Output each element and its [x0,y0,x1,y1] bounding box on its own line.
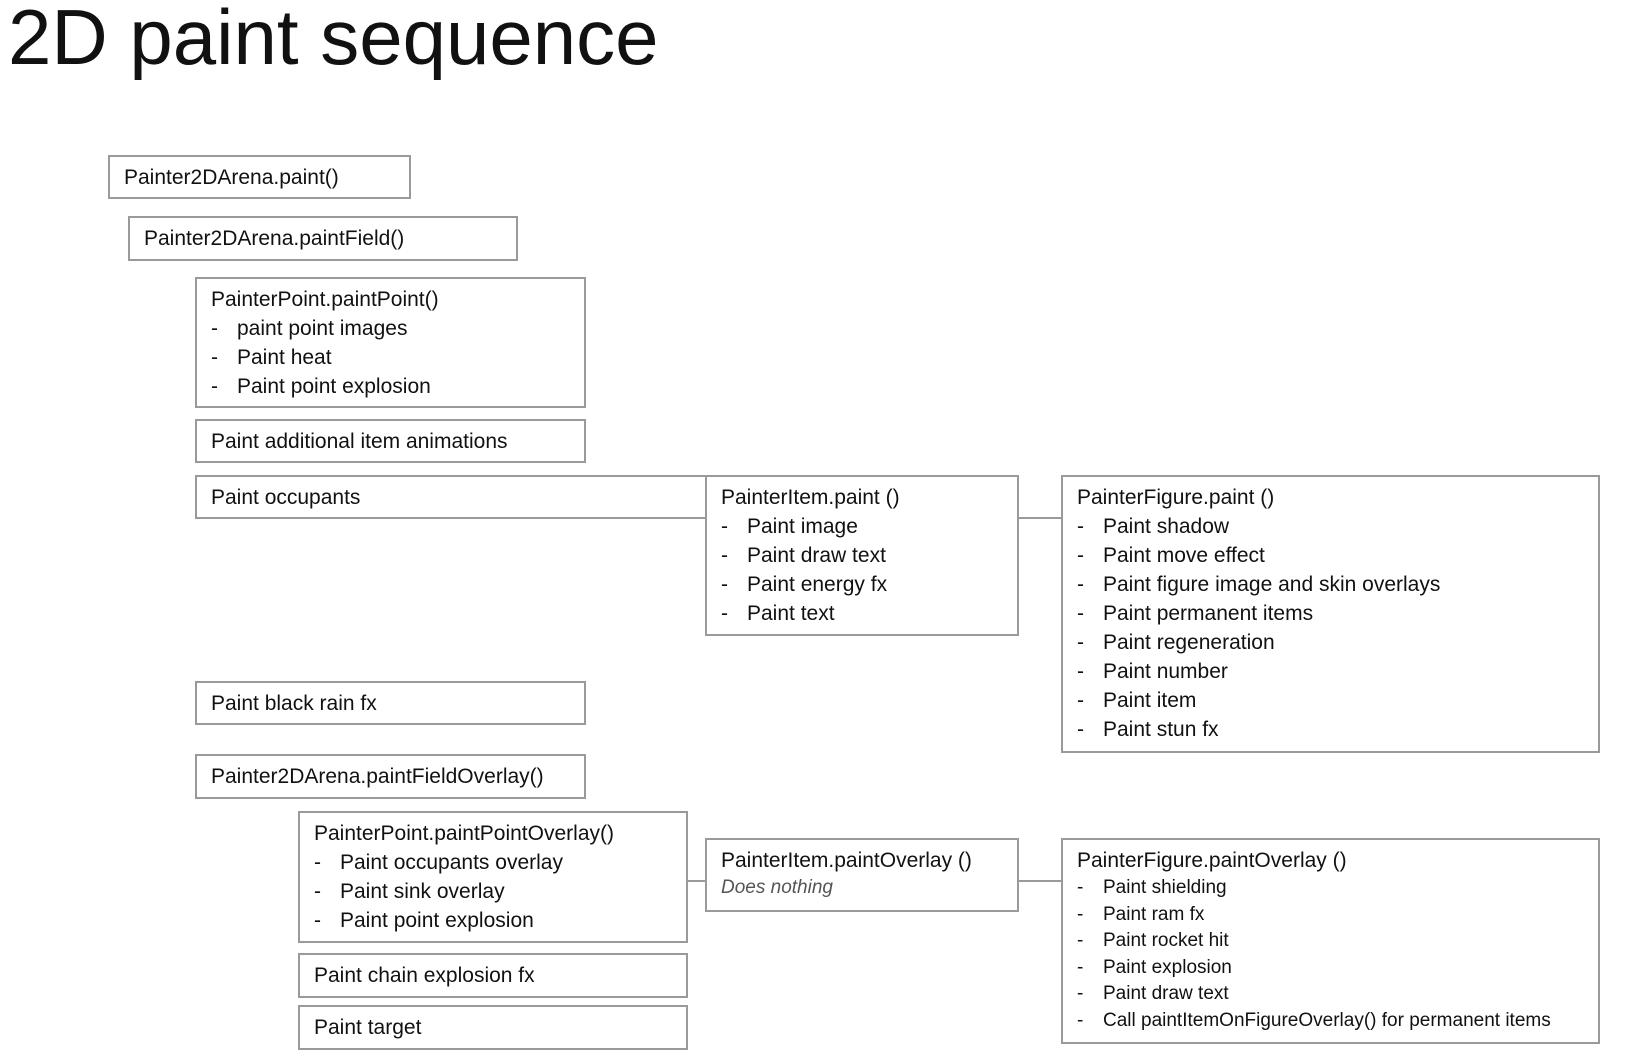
page-title: 2D paint sequence [8,0,659,81]
list-item: Paint number [1077,657,1584,686]
node-label: Paint black rain fx [211,692,377,715]
node-paint-chain-explosion-fx: Paint chain explosion fx [298,953,688,998]
node-item-list: Paint shielding Paint ram fx Paint rocke… [1077,875,1584,1034]
node-arena-paint: Painter2DArena.paint() [108,155,411,199]
list-item: Paint draw text [1077,981,1584,1008]
node-item-list: paint point images Paint heat Paint poin… [211,314,570,401]
node-arena-paint-field: Painter2DArena.paintField() [128,216,518,261]
list-item: Paint point explosion [314,906,672,935]
node-figure-paint-overlay: PainterFigure.paintOverlay () Paint shie… [1061,838,1600,1044]
list-item: Call paintItemOnFigureOverlay() for perm… [1077,1008,1584,1035]
list-item: Paint ram fx [1077,902,1584,929]
node-label: PainterFigure.paintOverlay () [1077,849,1347,872]
list-item: Paint regeneration [1077,628,1584,657]
node-item-list: Paint image Paint draw text Paint energy… [721,512,1003,628]
node-paint-black-rain-fx: Paint black rain fx [195,681,586,725]
connector-pointoverlay-to-itemoverlay [686,880,707,882]
list-item: Paint shadow [1077,512,1584,541]
list-item: Paint heat [211,343,570,372]
list-item: Paint rocket hit [1077,928,1584,955]
node-paint-additional-item-animations: Paint additional item animations [195,419,586,463]
list-item: Paint figure image and skin overlays [1077,570,1584,599]
node-label: Painter2DArena.paint() [124,166,339,189]
node-label: PainterPoint.paintPoint() [211,288,439,311]
node-label: Paint additional item animations [211,430,508,453]
node-label: Painter2DArena.paintFieldOverlay() [211,765,544,788]
list-item: Paint explosion [1077,955,1584,982]
node-paint-target: Paint target [298,1005,688,1050]
connector-itemoverlay-to-figureoverlay [1017,880,1062,882]
node-item-list: Paint shadow Paint move effect Paint fig… [1077,512,1584,744]
node-label: PainterItem.paintOverlay () [721,849,972,872]
node-label: Paint chain explosion fx [314,964,535,987]
list-item: Paint image [721,512,1003,541]
node-item-paint-overlay: PainterItem.paintOverlay () Does nothing [705,838,1019,912]
list-item: Paint occupants overlay [314,848,672,877]
list-item: Paint stun fx [1077,715,1584,744]
list-item: Paint point explosion [211,372,570,401]
node-arena-paint-field-overlay: Painter2DArena.paintFieldOverlay() [195,754,586,799]
list-item: Paint text [721,599,1003,628]
list-item: Paint sink overlay [314,877,672,906]
node-label: Painter2DArena.paintField() [144,227,405,250]
node-point-paint-point: PainterPoint.paintPoint() paint point im… [195,277,586,408]
node-label: PainterItem.paint () [721,486,900,509]
node-note: Does nothing [721,877,833,898]
node-label: Paint target [314,1016,422,1039]
node-paint-occupants: Paint occupants [195,475,707,519]
list-item: Paint draw text [721,541,1003,570]
node-label: PainterPoint.paintPointOverlay() [314,822,614,845]
node-item-list: Paint occupants overlay Paint sink overl… [314,848,672,935]
list-item: Paint item [1077,686,1584,715]
node-label: Paint occupants [211,486,361,509]
node-point-paint-point-overlay: PainterPoint.paintPointOverlay() Paint o… [298,811,688,943]
list-item: Paint permanent items [1077,599,1584,628]
node-label: PainterFigure.paint () [1077,486,1275,509]
list-item: Paint move effect [1077,541,1584,570]
node-item-paint: PainterItem.paint () Paint image Paint d… [705,475,1019,636]
list-item: paint point images [211,314,570,343]
list-item: Paint shielding [1077,875,1584,902]
connector-item-to-figure [1017,517,1062,519]
node-figure-paint: PainterFigure.paint () Paint shadow Pain… [1061,475,1600,753]
list-item: Paint energy fx [721,570,1003,599]
